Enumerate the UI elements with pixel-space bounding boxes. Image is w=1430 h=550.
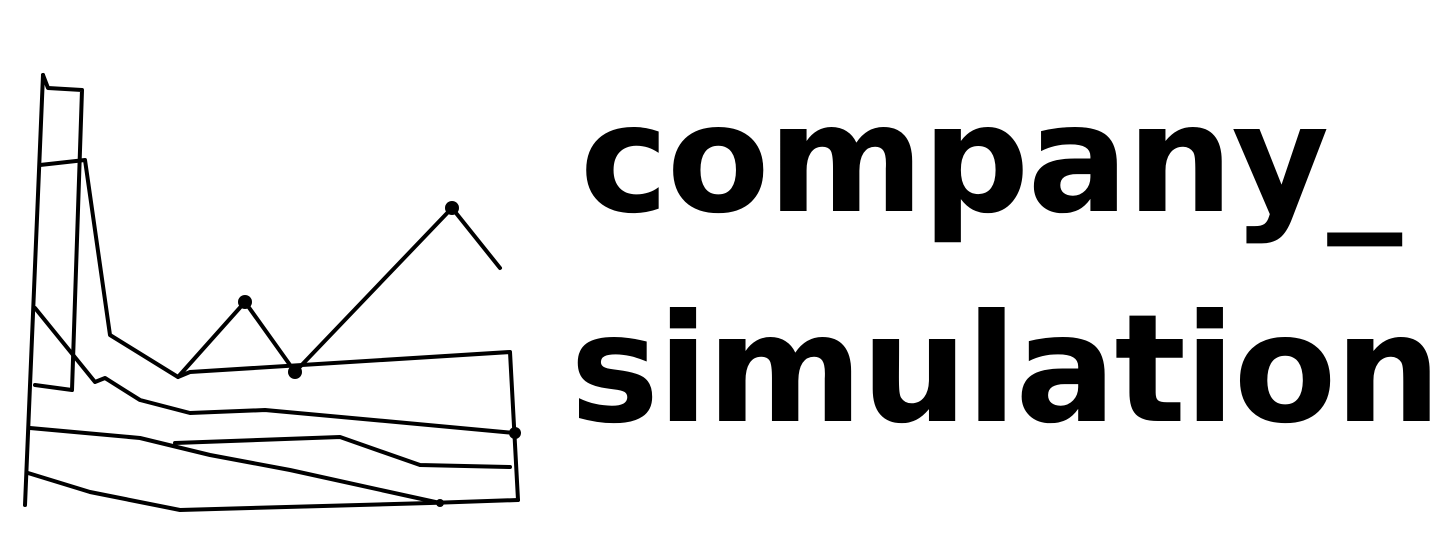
sketch-axis [23, 73, 45, 507]
sketch-point [509, 427, 521, 439]
wordmark-line-1: company_ [579, 73, 1402, 247]
sketch-point [445, 201, 459, 215]
wordmark: company_ simulation [570, 60, 1430, 480]
sketch-band-line-5 [26, 471, 520, 512]
sketch-band-line-4 [173, 435, 512, 469]
sketch-band-line-3 [28, 426, 442, 505]
wordmark-line-2: simulation [570, 283, 1430, 457]
hand-drawn-chart-icon [23, 73, 521, 512]
sketch-zigzag-line [176, 206, 502, 379]
sketch-point [288, 365, 302, 379]
sketch-bar [33, 73, 84, 392]
sketch-point [238, 295, 252, 309]
sketch-band-line-2 [33, 306, 517, 435]
